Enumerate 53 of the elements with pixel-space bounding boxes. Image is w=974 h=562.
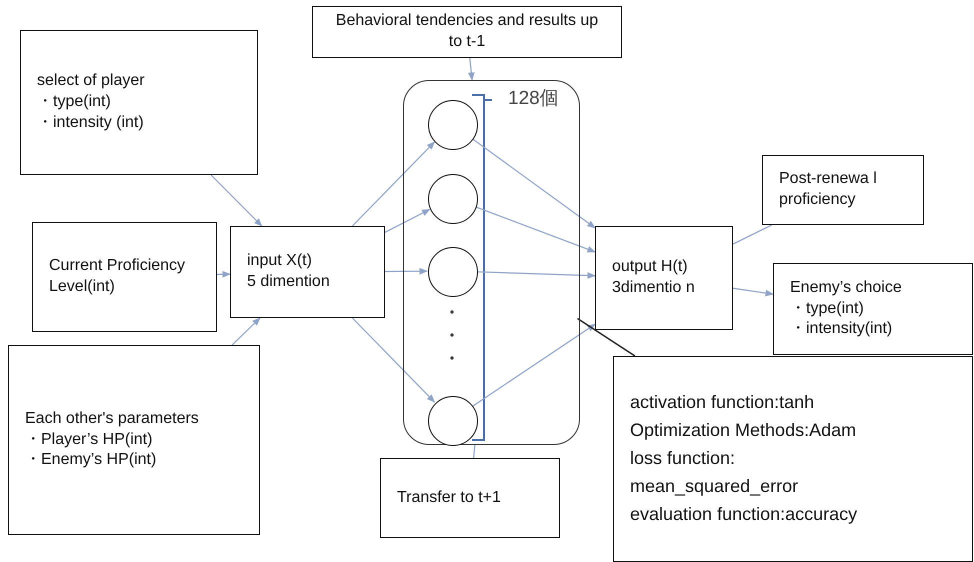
neuron-circle bbox=[428, 174, 478, 224]
box-text: output H(t) bbox=[612, 257, 689, 278]
arrow bbox=[210, 174, 262, 227]
arrow bbox=[385, 268, 428, 275]
arrow bbox=[472, 138, 596, 228]
text-box bbox=[32, 222, 217, 332]
count-label: 128個 bbox=[508, 87, 559, 111]
box-text: loss function: bbox=[630, 447, 736, 470]
arrow bbox=[352, 141, 436, 226]
box-text: ・Enemy’s HP(int) bbox=[25, 450, 158, 470]
connector-line bbox=[473, 444, 476, 458]
hidden-layer-box bbox=[403, 80, 580, 445]
arrow bbox=[384, 208, 430, 233]
arrow bbox=[216, 270, 231, 278]
box-text: 5 dimention bbox=[247, 272, 331, 292]
arrow bbox=[352, 318, 436, 403]
box-text: Each other's parameters bbox=[25, 408, 200, 429]
box-text: input X(t) bbox=[247, 251, 313, 272]
text-box bbox=[773, 263, 973, 355]
arrow bbox=[475, 206, 596, 253]
box-text: ・intensity (int) bbox=[37, 112, 145, 133]
box-text: activation function:tanh bbox=[630, 391, 816, 414]
text-box bbox=[762, 155, 924, 225]
box-text: ・type(int) bbox=[37, 92, 112, 112]
callout-box bbox=[613, 356, 973, 562]
box-text: Optimization Methods:Adam bbox=[630, 419, 858, 442]
box-text: Transfer to t+1 bbox=[397, 488, 502, 508]
box-text: ・Player’s HP(int) bbox=[25, 430, 154, 450]
connector-line bbox=[732, 224, 772, 245]
text-box bbox=[230, 226, 385, 318]
box-text: mean_squared_error bbox=[630, 474, 800, 498]
text-box bbox=[380, 458, 560, 538]
box-text: Post-renewa l proficiency bbox=[779, 169, 878, 210]
box-text: ・type(int) bbox=[790, 298, 865, 319]
text-box bbox=[20, 30, 258, 175]
box-text: 3dimentio n bbox=[612, 278, 696, 298]
neuron-circle bbox=[428, 100, 478, 150]
neuron-circle bbox=[428, 396, 478, 446]
box-text: select of player bbox=[37, 71, 146, 92]
text-box bbox=[595, 226, 733, 330]
arrow bbox=[472, 324, 596, 407]
box-text: Behavioral tendencies and results up to t-1 bbox=[334, 11, 600, 52]
arrow bbox=[732, 288, 774, 296]
box-text: ・intensity(int) bbox=[790, 319, 894, 340]
arrow bbox=[476, 271, 596, 279]
neuron-circle bbox=[428, 247, 478, 297]
text-box bbox=[312, 6, 622, 58]
text-box bbox=[8, 345, 260, 535]
box-text: evaluation function:accuracy bbox=[630, 502, 858, 526]
arrow bbox=[232, 317, 261, 346]
box-text: Current Proficiency Level(int) bbox=[49, 256, 186, 297]
arrow bbox=[468, 58, 475, 81]
box-text: Enemy’s choice bbox=[790, 278, 903, 298]
